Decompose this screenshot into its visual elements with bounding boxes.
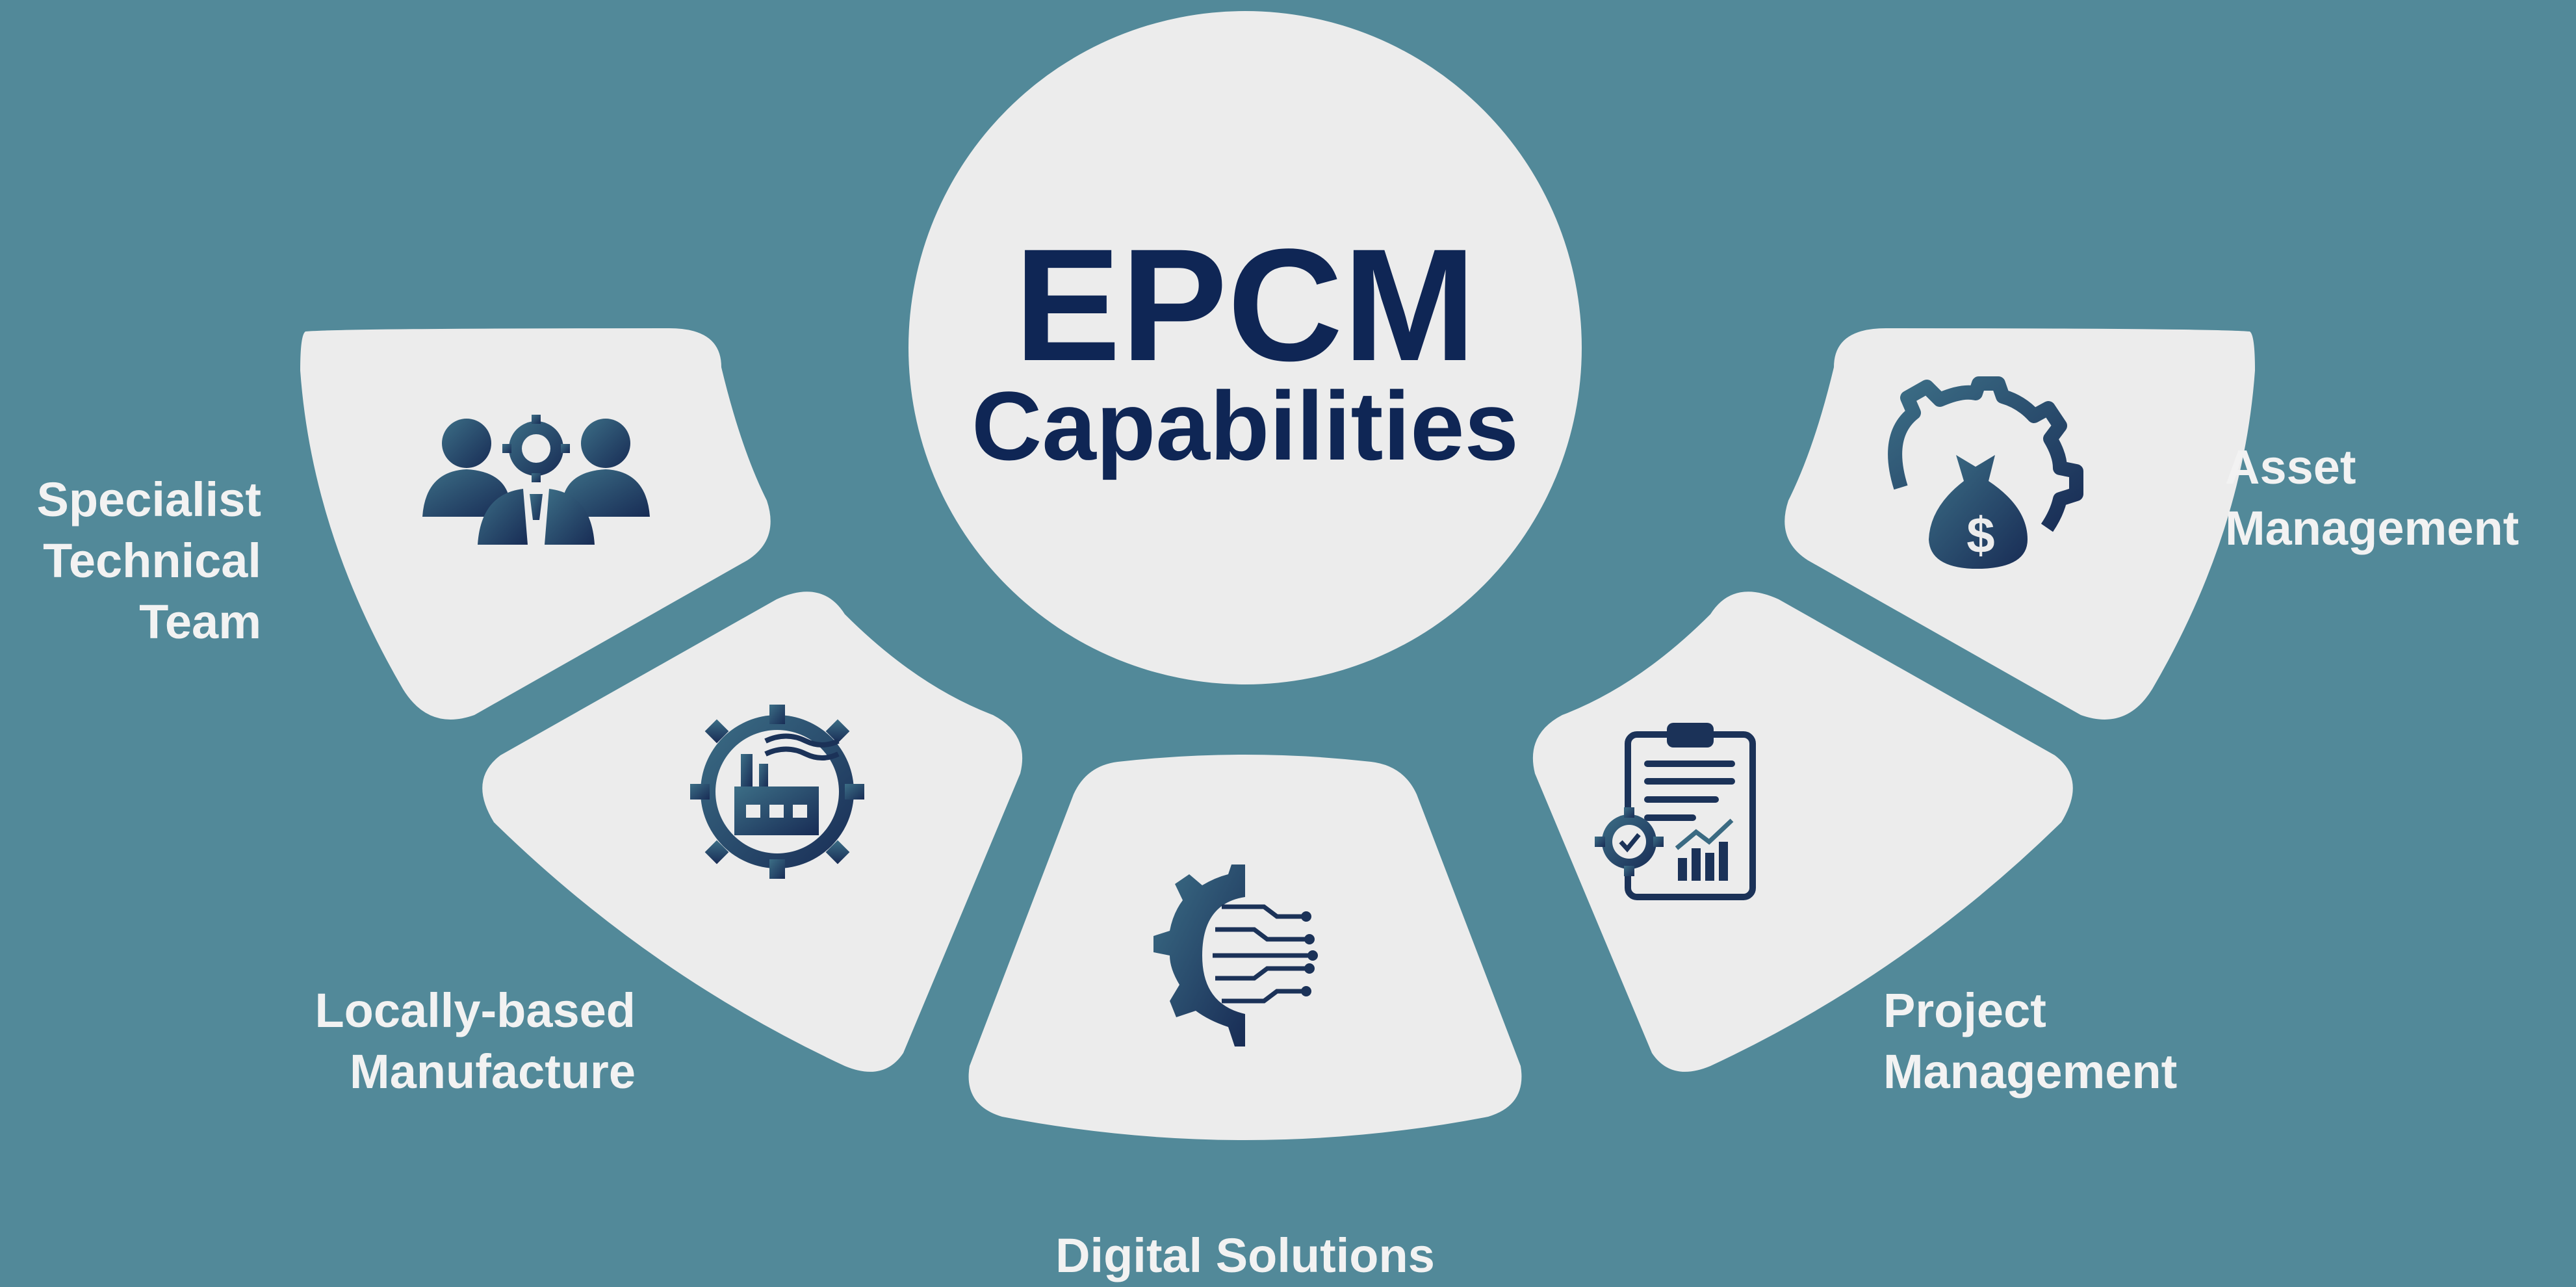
clipboard-chart-icon (1595, 723, 1756, 900)
label-locally-based-manufacture: Locally-based Manufacture (247, 980, 636, 1102)
segment-specialist-technical-team (300, 328, 771, 720)
label-line: Specialist (36, 473, 261, 526)
label-line: Asset (2225, 440, 2356, 494)
label-line: Locally-based (315, 983, 636, 1037)
label-asset-management: Asset Management (2225, 437, 2563, 559)
digital-gear-icon (1153, 864, 1318, 1046)
center-circle (908, 11, 1582, 684)
label-line: Digital Solutions (1055, 1228, 1435, 1282)
label-line: Technical (43, 534, 261, 588)
svg-text:$: $ (1966, 506, 1994, 564)
label-specialist-technical-team: Specialist Technical Team (0, 469, 261, 653)
label-line: Management (2225, 501, 2519, 555)
factory-gear-icon (690, 705, 864, 879)
label-project-management: Project Management (1883, 980, 2247, 1102)
segment-project-management (1532, 592, 2073, 1072)
label-line: Manufacture (350, 1045, 636, 1098)
team-gear-icon (422, 415, 650, 545)
label-line: Team (139, 595, 261, 649)
title-main: EPCM (1014, 216, 1476, 395)
money-bag-gear-icon: $ (1888, 376, 2083, 569)
label-line: Management (1883, 1045, 2178, 1098)
title-sub: Capabilities (972, 371, 1519, 480)
label-digital-solutions: Digital Solutions (910, 1225, 1580, 1286)
label-line: Project (1883, 983, 2046, 1037)
